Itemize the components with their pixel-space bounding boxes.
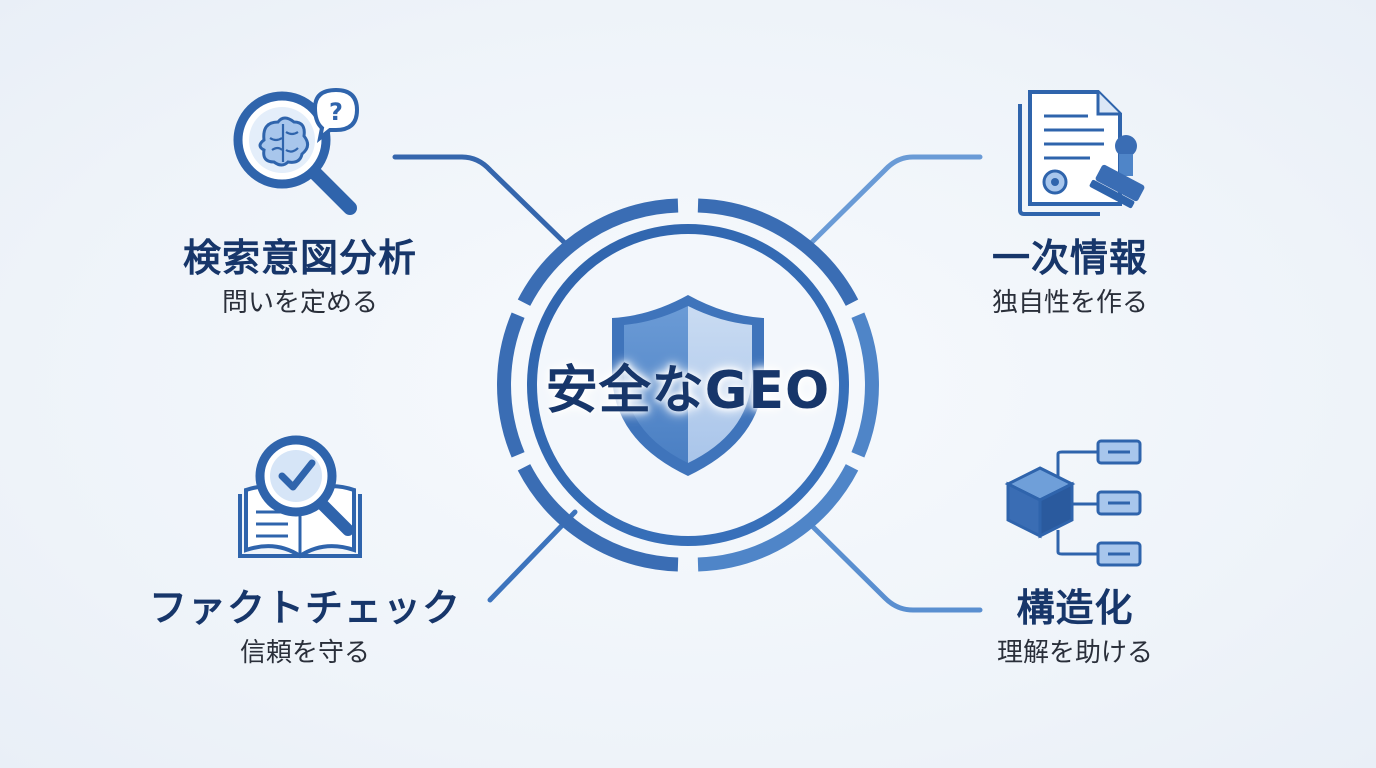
node-bottom-right: 構造化 理解を助ける	[960, 586, 1190, 669]
node-title: 検索意図分析	[182, 236, 417, 280]
node-top-right: 一次情報 独自性を作る	[950, 236, 1190, 319]
connector-bottom-right	[803, 517, 983, 613]
outer-ring-segment-top-left	[517, 198, 679, 306]
node-subtitle: 問いを定める	[221, 287, 378, 318]
svg-text:?: ?	[329, 98, 343, 126]
book-checkmark-magnifier-icon	[238, 435, 362, 559]
outer-ring-segment-right	[851, 312, 879, 458]
connector-bottom-left	[487, 509, 578, 603]
outer-ring	[497, 198, 879, 572]
node-title: 一次情報	[991, 236, 1148, 280]
node-title: ファクトチェック	[148, 586, 461, 630]
node-subtitle: 信頼を守る	[239, 637, 370, 668]
node-bottom-left: ファクトチェック 信頼を守る	[120, 586, 490, 669]
outer-ring-segment-top-right	[697, 198, 859, 306]
connector-lines	[392, 154, 983, 613]
connector-top-left	[392, 154, 573, 251]
brain-magnifier-question-icon: ?	[233, 87, 360, 215]
connector-top-right	[803, 154, 983, 251]
center-title: 安全なGEO	[545, 361, 831, 421]
certificate-document-stamp-icon	[1018, 90, 1145, 216]
node-subtitle: 理解を助ける	[996, 637, 1153, 668]
outer-ring-segment-bottom-right	[697, 464, 859, 572]
center-shield-icon	[612, 295, 764, 476]
outer-ring-segment-bottom-left	[517, 464, 679, 572]
node-title: 構造化	[1016, 586, 1134, 630]
cube-hierarchy-icon	[1004, 439, 1142, 567]
node-subtitle: 独自性を作る	[991, 287, 1148, 318]
outer-ring-segment-left	[497, 312, 525, 458]
node-top-left: 検索意図分析 問いを定める	[150, 236, 450, 319]
